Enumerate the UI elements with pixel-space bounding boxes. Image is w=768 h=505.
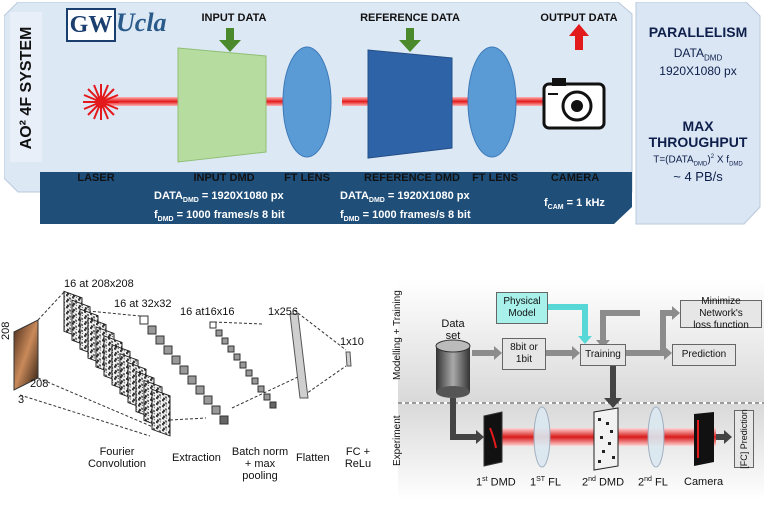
- cnn-graphics: [13, 290, 352, 437]
- extraction-stack: [139, 315, 229, 425]
- output-data-arrow-icon: [569, 24, 589, 50]
- second-fl: [647, 406, 665, 468]
- dataset-cylinder-icon: [435, 339, 471, 398]
- beam-3: [342, 97, 372, 106]
- laser-label: LASER: [77, 172, 115, 184]
- second-dmd: [593, 407, 619, 471]
- input-dmd-specs: DATADMD = 1920X1080 px fDMD = 1000 frame…: [154, 190, 285, 224]
- flow-arrows: [472, 306, 680, 360]
- reference-data-arrow-icon: [399, 28, 421, 52]
- camera-flow-label: Camera: [684, 476, 724, 488]
- beam-1: [104, 97, 184, 106]
- title-band: [10, 12, 42, 162]
- reference-dmd-specs: DATADMD = 1920X1080 px fDMD = 1000 frame…: [340, 190, 471, 224]
- first-fl: [533, 406, 551, 468]
- ft-lens-2-label: FT LENS: [472, 172, 518, 184]
- input-width-label: 208: [30, 378, 49, 390]
- modelling-side-label: Modelling + Training: [392, 290, 403, 380]
- fc-output-bar: [345, 351, 352, 367]
- gw-logo: GW: [66, 8, 116, 42]
- batchnorm-stack: [209, 321, 277, 409]
- input-data-label: INPUT DATA: [201, 12, 267, 24]
- beam-2: [262, 97, 292, 106]
- projection-lines: [19, 291, 347, 437]
- fourier-conv-stack: [63, 290, 171, 437]
- ucla-logo: Ucla: [116, 8, 167, 37]
- batchnorm-dims-label: 16 at16x16: [180, 306, 235, 318]
- parallelism-block: PARALLELISM DATADMD 1920X1080 px: [648, 24, 748, 79]
- throughput-block: MAX THROUGHPUT T=(DATADMD)2 X fDMD ~ 4 P…: [648, 118, 748, 185]
- second-dmd-label: 2nd DMD: [582, 476, 625, 489]
- flatten-bar: [289, 313, 309, 399]
- camera-icon: [542, 78, 606, 130]
- input-dmd-panel: [177, 47, 267, 163]
- flatten-caption: Flatten: [296, 452, 330, 464]
- experiment-side-label: Experiment: [392, 415, 403, 466]
- fc-prediction-box: [FC] Prediction: [734, 409, 754, 469]
- system-title: AO² 4F SYSTEM: [18, 26, 35, 150]
- reference-data-label: REFERENCE DATA: [360, 12, 460, 24]
- banner-sidebar: [635, 2, 761, 225]
- beam-4: [448, 97, 468, 106]
- cnn-architecture-diagram: 208 208 3 16 at 208x208 16 at 32x32 16 a…: [0, 270, 384, 500]
- ft-lens-1: [282, 46, 332, 158]
- input-dmd-label: INPUT DMD: [193, 172, 255, 184]
- ft-lens-2: [467, 46, 517, 158]
- reference-dmd-panel: [367, 49, 453, 159]
- banner-graphics: [4, 2, 761, 225]
- input-height-label: 208: [0, 321, 12, 340]
- output-data-label: OUTPUT DATA: [540, 12, 618, 24]
- optical-system-banner: GW Ucla AO² 4F SYSTEM INPUT DATA REFEREN…: [4, 2, 764, 232]
- reference-dmd-label: REFERENCE DMD: [364, 172, 460, 184]
- laser-burst-icon: [83, 84, 119, 120]
- fc-dims-label: 1x10: [340, 336, 364, 348]
- camera-label: CAMERA: [550, 172, 600, 184]
- conv-dims-label: 16 at 208x208: [64, 278, 134, 290]
- first-fl-label: 1ST FL: [530, 476, 561, 489]
- banner-footer-band: [40, 172, 632, 224]
- input-channels-label: 3: [18, 394, 25, 406]
- ft-lens-1-label: FT LENS: [284, 172, 330, 184]
- extraction-dims-label: 16 at 32x32: [114, 298, 172, 310]
- first-dmd-label: 1st DMD: [476, 476, 516, 489]
- training-box: Training: [580, 344, 626, 366]
- flow-graphics: [398, 280, 764, 500]
- fc-caption: FC +ReLu: [344, 446, 372, 470]
- second-fl-label: 2nd FL: [638, 476, 668, 489]
- flatten-dims-label: 1x256: [268, 306, 298, 318]
- camera-specs: fCAM = 1 kHz: [544, 197, 605, 212]
- experiment-arrows: [450, 364, 732, 444]
- extraction-caption: Extraction: [172, 452, 221, 464]
- beam-5: [516, 97, 550, 106]
- physical-model-arrow: [546, 304, 592, 344]
- input-data-arrow-icon: [219, 28, 241, 52]
- prediction-box: Prediction: [672, 344, 736, 366]
